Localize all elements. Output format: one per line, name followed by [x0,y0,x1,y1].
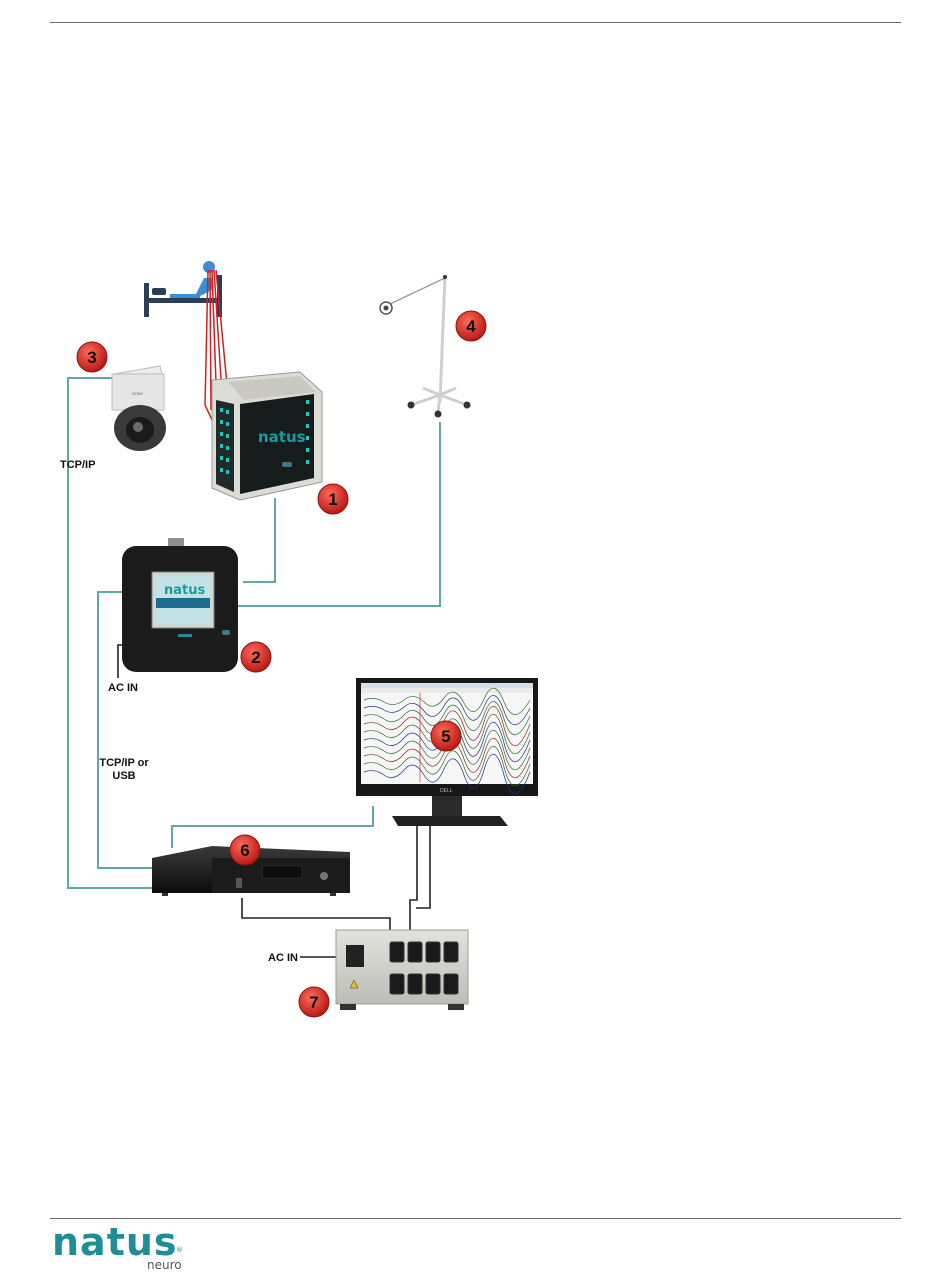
badge-7-number: 7 [309,993,318,1012]
base-unit: natus [122,538,238,672]
logo-registered-mark: ® [176,1246,183,1254]
logo-subtitle: neuro [147,1258,182,1272]
amplifier-brand: natus [258,428,306,446]
badge-6-number: 6 [240,841,249,860]
cable-amplifier-to-base [243,498,275,582]
badge-6: 6 [230,835,260,865]
logo-wordmark: natus [52,1222,178,1262]
base-unit-brand: natus [164,583,205,598]
label-usb: USB [112,770,135,782]
monitor: DELL [356,678,538,826]
light-stand [380,275,471,418]
label-ac-in-base: AC IN [108,682,138,694]
badge-7: 7 [299,987,329,1017]
camera-brand: SONY [132,391,144,396]
amplifier-device: natus [212,372,322,500]
label-tcpip-or: TCP/IP or [99,757,149,769]
badge-1: 1 [318,484,348,514]
badge-5: 5 [431,721,461,751]
badge-1-number: 1 [328,490,337,509]
natus-neuro-logo: natus ® neuro [52,1222,192,1272]
ptz-camera: SONY [112,366,166,451]
cable-monitor-to-pc [172,806,373,848]
badge-3-number: 3 [87,348,96,367]
isolation-transformer [336,930,468,1010]
badge-3: 3 [77,342,107,372]
badge-2-number: 2 [251,648,260,667]
badge-5-number: 5 [441,727,450,746]
badge-4: 4 [456,311,486,341]
cable-monitor-to-isolation-a [410,820,417,942]
label-tcpip: TCP/IP [60,459,95,471]
badge-2: 2 [241,642,271,672]
monitor-brand: DELL [440,788,453,794]
label-ac-in-transformer: AC IN [268,952,298,964]
cable-monitor-to-isolation-b [416,820,430,908]
badge-4-number: 4 [466,317,476,336]
